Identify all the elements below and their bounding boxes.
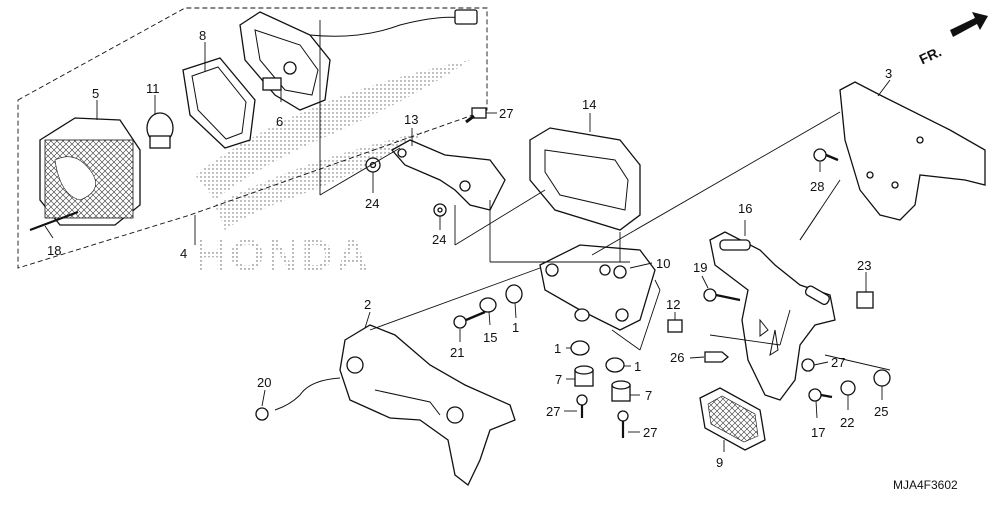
callout-16: 16 [738,201,752,216]
part-28-bolt [465,107,487,124]
callout-8: 8 [199,28,206,43]
callout-26: 26 [670,350,684,365]
honda-watermark-text: HONDA [195,231,371,280]
part-7-collar-b [611,380,631,402]
callout-24-upper: 24 [365,196,379,211]
callout-21: 21 [450,345,464,360]
part-22-washer [840,380,856,396]
part-6-tail-light-housing [239,9,478,111]
part-27-bolt-b [617,410,629,438]
part-15-collar [479,297,497,313]
callout-7-right: 7 [645,388,652,403]
front-direction-indicator: FR. [917,12,988,67]
callout-30: 28 [810,179,824,194]
part-13-stay [390,139,506,211]
callout-18: 18 [47,243,61,258]
part-1-grommet-c [605,357,625,373]
callout-19: 19 [693,260,707,275]
callout-27-lower-right: 27 [643,425,657,440]
callout-14: 14 [582,97,596,112]
part-3-bracket [839,81,986,221]
part-1-grommet-b [570,340,590,356]
callout-23: 23 [857,258,871,273]
callout-1-middle: 1 [554,341,561,356]
tail-light-assembly-boundary [17,7,488,269]
honda-wing-logo: HONDA [195,60,470,280]
callout-labels: 5 11 8 6 18 4 13 27 24 24 14 3 28 10 16 … [44,28,892,470]
diagram-code: MJA4F3602 [893,478,958,492]
part-21-bolt [453,310,486,329]
part-1-grommet-a [505,284,523,304]
part-2-rear-fender [274,324,516,487]
callout-4: 4 [180,246,187,261]
callout-9: 10 [656,256,670,271]
callout-28: 27 [499,106,513,121]
callout-1-right: 1 [634,359,641,374]
part-18-screw [29,210,79,232]
part-25-grommet [873,369,891,387]
callout-15: 15 [483,330,497,345]
part-19-bolt [703,288,741,302]
callout-11: 11 [146,81,160,96]
callout-22: 22 [840,415,854,430]
callout-2: 2 [364,297,371,312]
part-26-pin [704,351,730,363]
callout-25: 25 [874,404,888,419]
part-30-bolt [813,148,839,162]
callout-17: 17 [811,425,825,440]
part-11-bulb [146,112,174,149]
part-10-license-light [699,387,766,451]
callout-13: 13 [404,112,418,127]
part-29-nut [801,358,815,372]
callout-7-left: 7 [555,372,562,387]
callout-10: 9 [716,455,723,470]
direction-label: FR. [917,43,944,67]
callout-24-lower: 24 [432,232,446,247]
part-14-reflector-housing [529,127,641,231]
callout-6: 6 [276,114,283,129]
callout-3: 3 [885,66,892,81]
part-23-nut-clip [856,291,874,309]
part-12-collar [667,319,683,333]
callout-29: 27 [831,355,845,370]
part-7-collar-a [574,365,594,387]
part-1-grommet-d [574,308,590,322]
callout-27-lower-left: 27 [546,404,560,419]
part-20-bolt [255,407,269,421]
callout-20: 20 [257,375,271,390]
part-16-license-bracket [709,231,836,401]
part-9-mount-plate [539,244,656,331]
callout-1-left: 1 [512,320,519,335]
part-8-gasket [182,57,256,149]
callout-5: 5 [92,86,99,101]
assembly-leader-lines [194,20,891,371]
part-27-bolt-a [576,394,588,418]
callout-12: 12 [666,297,680,312]
part-17-bolt [808,388,833,402]
part-5-tail-lens [39,117,141,226]
